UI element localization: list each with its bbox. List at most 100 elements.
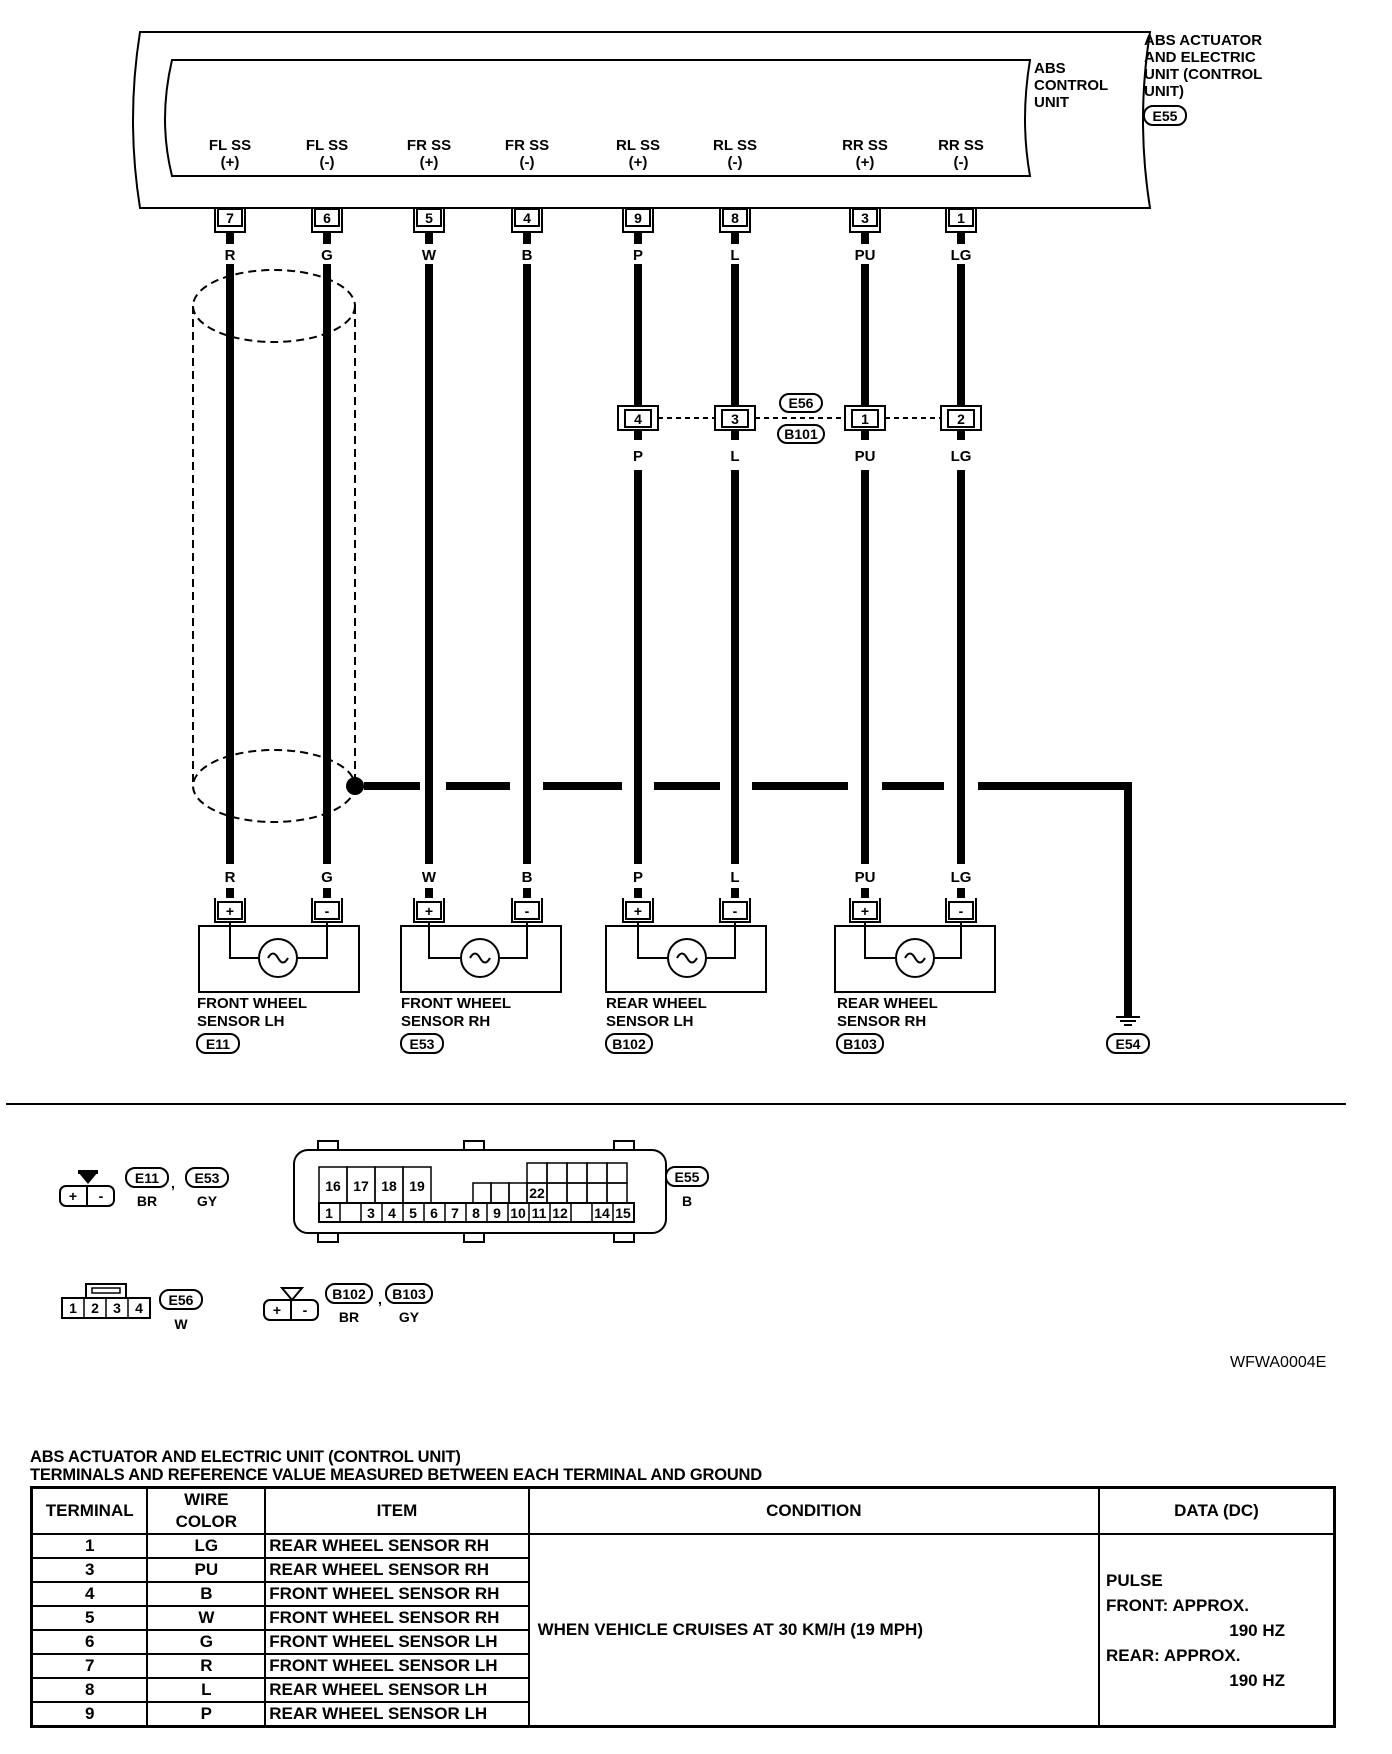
- top-pin-numbers: 7 6 5 4 9 8 3 1: [226, 210, 965, 226]
- svg-text:4: 4: [523, 210, 531, 226]
- cell-terminal: 1: [30, 1533, 149, 1559]
- svg-text:1: 1: [69, 1300, 77, 1316]
- svg-text:15: 15: [615, 1205, 631, 1221]
- svg-text:5: 5: [425, 210, 433, 226]
- cell-terminal: 3: [30, 1557, 149, 1583]
- svg-text:(+): (+): [221, 154, 240, 171]
- svg-text:(-): (-): [320, 154, 335, 171]
- svg-text:RR SS: RR SS: [842, 137, 888, 154]
- svg-text:E55: E55: [675, 1169, 700, 1185]
- svg-text:(-): (-): [728, 154, 743, 171]
- cell-wire-color: P: [146, 1701, 267, 1728]
- table-row: 9 P REAR WHEEL SENSOR LH: [30, 1701, 1335, 1728]
- legend-e56-connector: 1 2 3 4 E56 W: [61, 1283, 203, 1332]
- svg-text:B101: B101: [784, 426, 818, 442]
- svg-text:B102: B102: [612, 1036, 646, 1052]
- table-header-row: TERMINAL WIRE COLOR ITEM CONDITION DATA …: [30, 1486, 1336, 1535]
- svg-text:+: +: [425, 903, 433, 919]
- svg-text:9: 9: [634, 210, 642, 226]
- svg-text:(+): (+): [856, 154, 875, 171]
- svg-text:,: ,: [171, 1175, 175, 1191]
- cell-terminal: 8: [30, 1677, 149, 1703]
- abs-control-unit-box: [164, 59, 1032, 177]
- svg-text:L: L: [730, 448, 739, 465]
- svg-text:E11: E11: [135, 1170, 159, 1186]
- svg-text:G: G: [321, 247, 333, 264]
- svg-text:E55: E55: [1153, 108, 1178, 124]
- table-row: 1 LG REAR WHEEL SENSOR RH WHEN VEHICLE C…: [30, 1533, 1336, 1728]
- svg-text:R: R: [225, 869, 236, 886]
- svg-text:PU: PU: [855, 247, 876, 264]
- svg-text:RL SS: RL SS: [713, 137, 757, 154]
- svg-text:R: R: [225, 247, 236, 264]
- sensor-front-lh: [198, 898, 360, 993]
- svg-text:B103: B103: [392, 1286, 426, 1302]
- svg-text:P: P: [633, 869, 643, 886]
- cell-item: REAR WHEEL SENSOR LH: [264, 1701, 530, 1728]
- svg-text:+: +: [861, 903, 869, 919]
- wires-rear: [634, 264, 965, 868]
- header-terminal: TERMINAL: [30, 1486, 149, 1535]
- svg-text:SENSOR RH: SENSOR RH: [837, 1013, 926, 1030]
- svg-text:+: +: [69, 1188, 77, 1204]
- svg-text:PU: PU: [855, 869, 876, 886]
- svg-text:+: +: [273, 1302, 281, 1318]
- top-pin-stubs: [226, 232, 965, 244]
- svg-text:16: 16: [325, 1178, 341, 1194]
- svg-text:6: 6: [430, 1205, 438, 1221]
- svg-text:LG: LG: [951, 448, 972, 465]
- svg-text:E56: E56: [169, 1292, 194, 1308]
- svg-text:-: -: [303, 1302, 308, 1318]
- joint-pin-numbers: 4 3 1 2: [634, 411, 965, 427]
- svg-text:E56: E56: [789, 395, 814, 411]
- svg-text:+: +: [634, 903, 642, 919]
- svg-text:(-): (-): [954, 154, 969, 171]
- svg-text:(+): (+): [629, 154, 648, 171]
- table-row: 8 L REAR WHEEL SENSOR LH: [30, 1677, 1335, 1703]
- cell-terminal: 4: [30, 1581, 149, 1607]
- svg-text:B: B: [682, 1193, 692, 1209]
- connector-badge-e55: E55: [1143, 105, 1187, 126]
- svg-text:,: ,: [378, 1291, 382, 1307]
- svg-text:(-): (-): [520, 154, 535, 171]
- header-wire-color: WIRE COLOR: [146, 1486, 267, 1535]
- cell-terminal: 9: [30, 1701, 149, 1728]
- svg-text:PU: PU: [855, 448, 876, 465]
- svg-text:AND ELECTRIC: AND ELECTRIC: [1144, 49, 1256, 66]
- joint-label-gaps: [620, 440, 981, 468]
- abs-actuator-name: ABS ACTUATOR AND ELECTRIC UNIT (CONTROL …: [1144, 32, 1262, 100]
- svg-text:B102: B102: [332, 1286, 366, 1302]
- svg-text:ABS ACTUATOR: ABS ACTUATOR: [1144, 32, 1262, 49]
- joint-connector-badges: E56 B101: [777, 393, 825, 444]
- svg-text:UNIT (CONTROL: UNIT (CONTROL: [1144, 66, 1262, 83]
- svg-text:14: 14: [594, 1205, 610, 1221]
- svg-text:RL SS: RL SS: [616, 137, 660, 154]
- svg-text:P: P: [633, 448, 643, 465]
- cell-wire-color: R: [146, 1653, 267, 1679]
- sensor-front-rh: [400, 898, 562, 993]
- svg-text:10: 10: [510, 1205, 526, 1221]
- cell-item: FRONT WHEEL SENSOR RH: [264, 1605, 530, 1631]
- svg-text:FL SS: FL SS: [306, 137, 348, 154]
- ac-wave-icon: [904, 952, 926, 964]
- data-line: 190 HZ: [1229, 1670, 1285, 1690]
- cell-wire-color: G: [146, 1629, 267, 1655]
- svg-text:12: 12: [552, 1205, 568, 1221]
- svg-text:3: 3: [113, 1300, 121, 1316]
- svg-text:8: 8: [731, 210, 739, 226]
- svg-text:REAR WHEEL: REAR WHEEL: [606, 995, 707, 1012]
- wires-front: [226, 264, 531, 868]
- svg-text:4: 4: [388, 1205, 396, 1221]
- svg-text:LG: LG: [951, 247, 972, 264]
- svg-text:FL SS: FL SS: [209, 137, 251, 154]
- cell-wire-color: LG: [146, 1533, 267, 1559]
- sensor-rear-lh: [605, 898, 767, 993]
- svg-text:E53: E53: [195, 1170, 220, 1186]
- svg-text:+: +: [226, 903, 234, 919]
- svg-text:G: G: [321, 869, 333, 886]
- terminal-reference-table-section: ABS ACTUATOR AND ELECTRIC UNIT (CONTROL …: [30, 1448, 1336, 1728]
- svg-text:FRONT WHEEL: FRONT WHEEL: [197, 995, 307, 1012]
- svg-text:6: 6: [323, 210, 331, 226]
- svg-text:E53: E53: [410, 1036, 435, 1052]
- svg-text:7: 7: [451, 1205, 459, 1221]
